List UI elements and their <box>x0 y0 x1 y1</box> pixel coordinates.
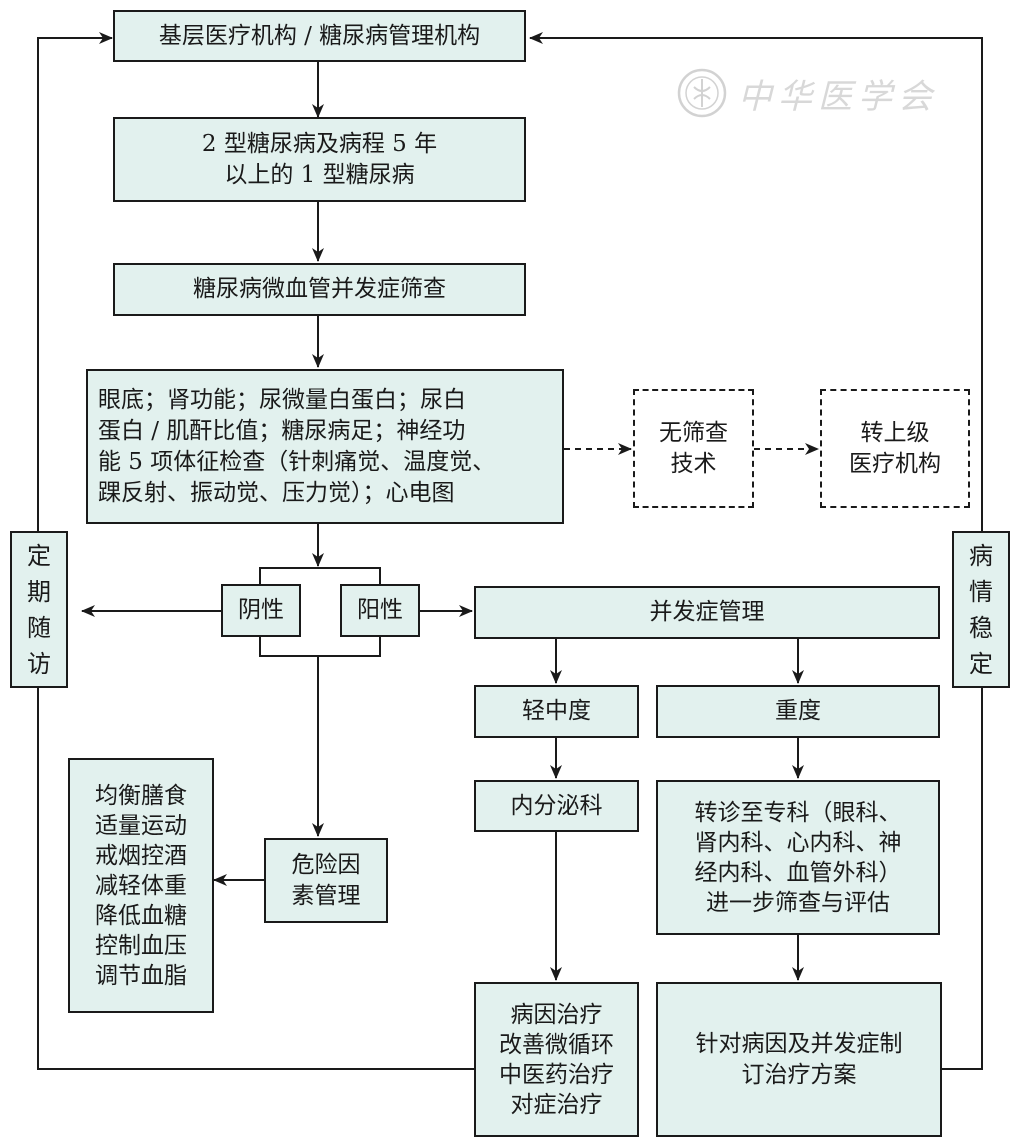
refer-upper-box: 转上级 医疗机构 <box>820 389 970 508</box>
result-bracket-bottom <box>259 637 381 657</box>
endocrinology-box: 内分泌科 <box>474 780 639 832</box>
society-seal-icon <box>677 68 727 118</box>
treatment-severe-box: 针对病因及并发症制 订治疗方案 <box>656 982 942 1137</box>
watermark-text: 中华医学会 <box>738 76 938 117</box>
loop-stable-to-institution <box>529 32 983 531</box>
result-bracket-top <box>259 567 381 584</box>
watermark: 中华医学会 <box>676 62 966 124</box>
negative-box: 阴性 <box>221 584 301 637</box>
risk-factor-management-box: 危险因 素管理 <box>264 838 388 923</box>
positive-box: 阳性 <box>340 584 420 637</box>
complication-management-box: 并发症管理 <box>474 586 940 639</box>
regular-followup-box: 定 期 随 访 <box>10 531 68 688</box>
institution-box: 基层医疗机构 / 糖尿病管理机构 <box>113 10 526 62</box>
stable-condition-box: 病 情 稳 定 <box>952 531 1010 688</box>
loop-treatment-to-stable <box>942 688 983 1070</box>
loop-treatment-to-followup <box>37 688 474 1070</box>
loop-followup-to-institution <box>37 32 113 531</box>
severe-box: 重度 <box>656 685 940 738</box>
lifestyle-box: 均衡膳食 适量运动 戒烟控酒 减轻体重 降低血糖 控制血压 调节血脂 <box>68 758 214 1013</box>
target-population-box: 2 型糖尿病及病程 5 年 以上的 1 型糖尿病 <box>113 117 526 202</box>
exam-items-box: 眼底；肾功能；尿微量白蛋白；尿白 蛋白 / 肌酐比值；糖尿病足；神经功 能 5 … <box>86 369 564 524</box>
mild-moderate-box: 轻中度 <box>474 685 639 738</box>
specialist-referral-box: 转诊至专科（眼科、 肾内科、心内科、神 经内科、血管外科） 进一步筛查与评估 <box>656 780 940 935</box>
no-technology-box: 无筛查 技术 <box>633 389 754 508</box>
screening-box: 糖尿病微血管并发症筛查 <box>113 263 526 316</box>
treatment-mild-box: 病因治疗 改善微循环 中医药治疗 对症治疗 <box>474 982 639 1137</box>
